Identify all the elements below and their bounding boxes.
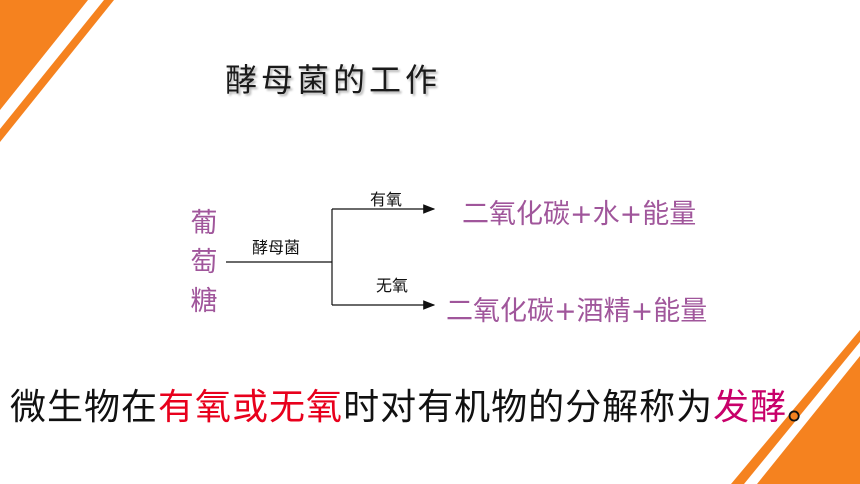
aerobic-products: 二氧化碳+水+能量 [462, 199, 697, 230]
sentence-part2: 时对有机物的分解称为 [343, 387, 714, 428]
agent-label: 酵母菌 [252, 238, 301, 257]
anaerobic-condition-label: 无氧 [376, 276, 409, 295]
sentence-end: 。 [787, 387, 825, 428]
substrate-char-2: 萄 [190, 247, 218, 278]
sentence-part1: 微生物在 [10, 387, 159, 428]
sentence-or: 或 [232, 387, 270, 428]
sentence-anaerobic: 无氧 [269, 387, 344, 428]
substrate-char-3: 糖 [190, 286, 218, 317]
substrate-char-1: 葡 [190, 208, 218, 239]
aerobic-condition-label: 有氧 [370, 190, 403, 209]
sentence-aerobic: 有氧 [158, 387, 233, 428]
anaerobic-products: 二氧化碳+酒精+能量 [446, 296, 708, 327]
sentence-term-fermentation: 发酵 [713, 387, 788, 428]
substrate-glucose: 葡 萄 糖 [186, 204, 222, 321]
definition-sentence: 微生物在有氧或无氧时对有机物的分解称为发酵。 [10, 378, 824, 430]
slide-title: 酵母菌的工作 [225, 61, 442, 99]
